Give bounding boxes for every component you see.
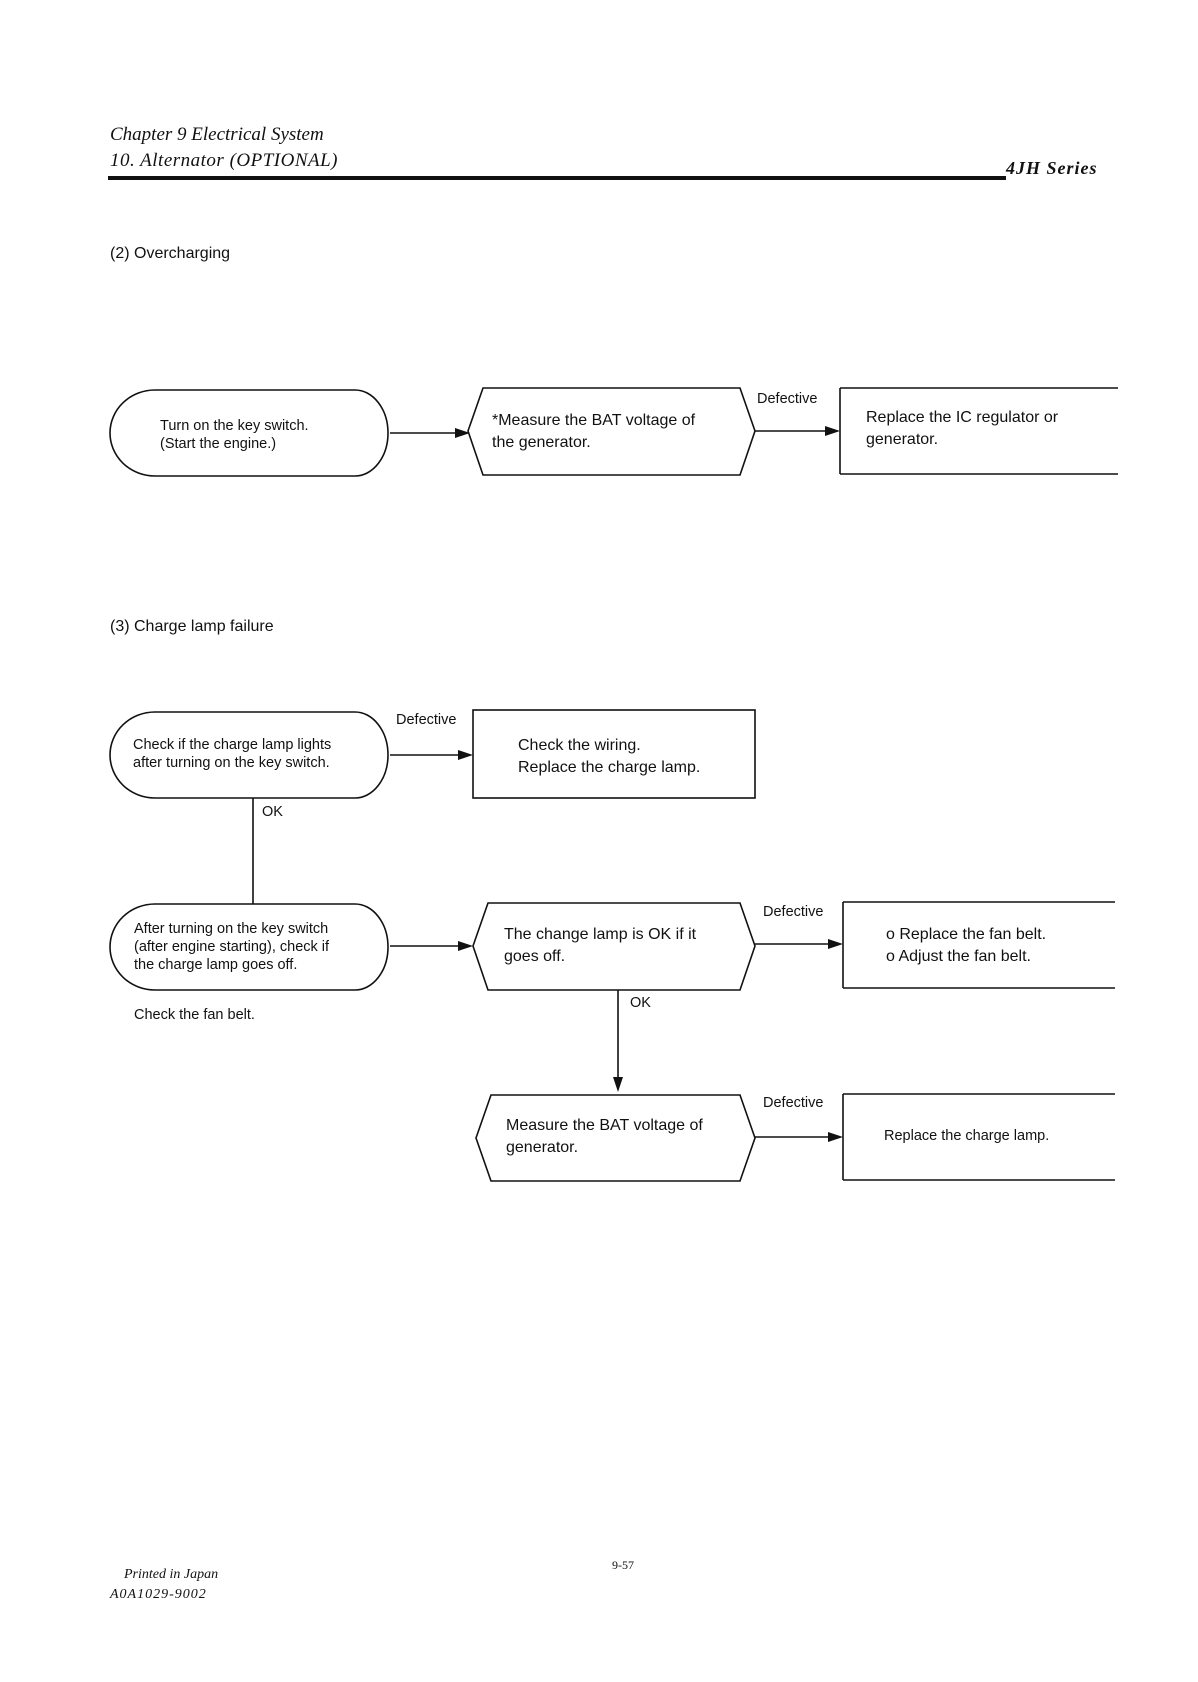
overcharge-start-line-1: Turn on the key switch. [160, 418, 309, 434]
check-lamp-line-2: after turning on the key switch. [133, 755, 330, 771]
overcharging-heading: (2) Overcharging [110, 245, 231, 262]
after-key-line-2: (after engine starting), check if [134, 939, 330, 955]
measure-bat-text: Measure the BAT voltage of generator. [506, 1115, 703, 1159]
overcharge-start-terminal [109, 389, 389, 477]
check-wiring-text: Check the wiring. Replace the charge lam… [518, 735, 700, 779]
overcharge-measure-text: *Measure the BAT voltage of the generato… [492, 410, 695, 454]
ok-label-1: OK [262, 804, 283, 820]
fan-belt-result-box [842, 901, 1115, 989]
after-key-terminal [109, 903, 389, 991]
after-key-line-3: the charge lamp goes off. [134, 957, 298, 973]
check-wiring-box [472, 709, 756, 799]
defective-label-2: Defective [763, 904, 824, 920]
ok-label-2: OK [630, 995, 651, 1011]
document-code: A0A1029-9002 [110, 1587, 207, 1602]
arrowhead-3 [458, 750, 473, 760]
measure-bat-line-1: Measure the BAT voltage of [506, 1117, 703, 1134]
check-wiring-line-1: Check the wiring. [518, 737, 641, 754]
overcharge-measure-hexagon [467, 387, 756, 476]
defective-label-1: Defective [396, 712, 457, 728]
section-title: 10. Alternator (OPTIONAL) [110, 150, 339, 171]
overcharge-measure-line-1: *Measure the BAT voltage of [492, 412, 696, 429]
change-lamp-line-2: goes off. [504, 948, 566, 965]
overcharge-start-line-2: (Start the engine.) [160, 436, 277, 452]
fan-belt-result-text: o Replace the fan belt. o Adjust the fan… [886, 924, 1046, 968]
chapter-title: Chapter 9 Electrical System [110, 124, 324, 145]
series-label: 4JH Series [1006, 158, 1098, 178]
overcharge-measure-line-2: the generator. [492, 434, 591, 451]
arrowhead-1 [455, 428, 470, 438]
overcharge-result-line-1: Replace the IC regulator or [866, 409, 1059, 426]
overcharge-result-text: Replace the IC regulator or generator. [866, 407, 1058, 451]
check-wiring-line-2: Replace the charge lamp. [518, 759, 701, 776]
after-key-text: After turning on the key switch (after e… [134, 920, 329, 974]
fan-belt-line-2: o Adjust the fan belt. [886, 948, 1031, 965]
check-lamp-text: Check if the charge lamp lights after tu… [133, 736, 331, 772]
fan-belt-note: Check the fan belt. [134, 1007, 255, 1023]
check-lamp-line-1: Check if the charge lamp lights [133, 737, 332, 753]
measure-bat-hexagon [475, 1094, 756, 1182]
overcharge-start-text: Turn on the key switch. (Start the engin… [160, 417, 309, 453]
check-lamp-terminal [109, 711, 389, 799]
arrowhead-6 [613, 1077, 623, 1092]
replace-lamp-text: Replace the charge lamp. [884, 1128, 1050, 1144]
change-lamp-line-1: The change lamp is OK if it [504, 926, 697, 943]
arrowhead-2 [825, 426, 840, 436]
charge-lamp-heading: (3) Charge lamp failure [110, 618, 274, 635]
overcharge-result-line-2: generator. [866, 431, 939, 448]
defective-label-3: Defective [763, 1095, 824, 1111]
arrowhead-7 [828, 1132, 843, 1142]
overcharge-defective-label: Defective [757, 391, 818, 407]
printed-in-japan: Printed in Japan [124, 1567, 219, 1582]
arrowhead-4 [458, 941, 473, 951]
measure-bat-line-2: generator. [506, 1139, 579, 1156]
page-number: 9-57 [612, 1558, 634, 1572]
after-key-line-1: After turning on the key switch [134, 921, 329, 937]
header-rule [108, 176, 1006, 180]
fan-belt-line-1: o Replace the fan belt. [886, 926, 1047, 943]
change-lamp-text: The change lamp is OK if it goes off. [504, 924, 696, 968]
arrowhead-5 [828, 939, 843, 949]
